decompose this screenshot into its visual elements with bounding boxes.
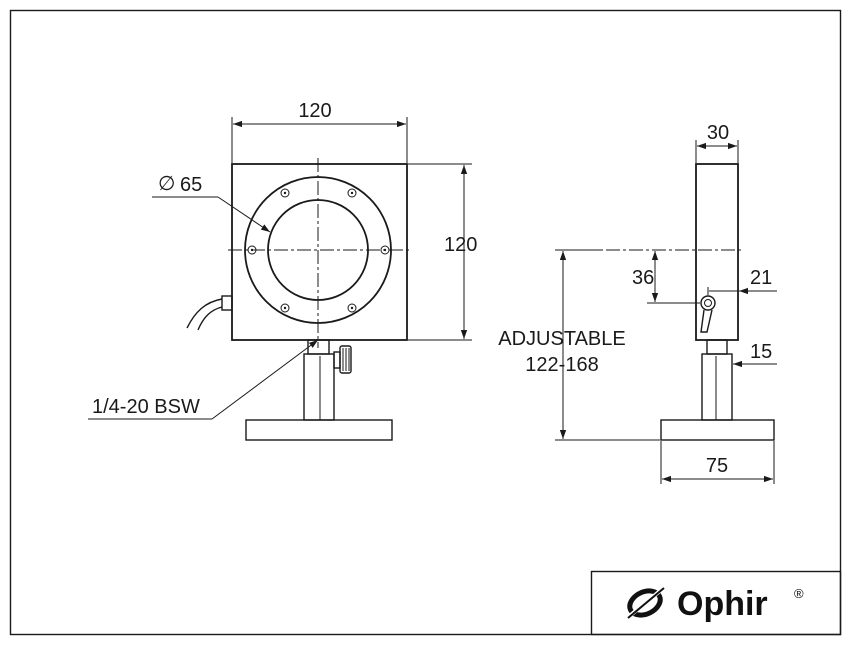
- screw-icon: [347, 303, 357, 313]
- connector-icon: [700, 295, 716, 333]
- mount-thread-label: 1/4-20 BSW: [92, 396, 200, 418]
- thumb-screw-icon: [333, 345, 352, 374]
- registered-mark: ®: [794, 586, 804, 601]
- screw-icon: [280, 188, 290, 198]
- side-post-upper: [706, 339, 728, 355]
- adjustable-label: ADJUSTABLE: [498, 328, 625, 350]
- front-view: 120 120 ∅ 65 1/4-20 BSW: [88, 100, 477, 441]
- offset-dimension-label: 36: [632, 267, 654, 289]
- brand-name: Ophir: [677, 585, 768, 623]
- sensor-head-body: [231, 163, 408, 341]
- adjustable-range-label: 122-168: [525, 354, 598, 376]
- front-post: [303, 353, 335, 421]
- width-dimension-label: 120: [298, 100, 331, 122]
- screw-icon: [347, 188, 357, 198]
- base-dimension-label: 75: [706, 455, 728, 477]
- edge-dimension-label: 21: [750, 267, 772, 289]
- logo-box: Ophir ®: [590, 570, 842, 636]
- ophir-logo-icon: [625, 584, 668, 620]
- diameter-symbol: ∅: [158, 173, 175, 195]
- side-base: [660, 419, 775, 441]
- post-dimension-label: 15: [750, 341, 772, 363]
- aperture-diameter-label: 65: [180, 174, 202, 196]
- height-dimension-label: 120: [444, 234, 477, 256]
- thickness-dimension-label: 30: [707, 122, 729, 144]
- sheet-border: [9, 9, 842, 636]
- cable-icon: [186, 295, 233, 331]
- side-head-body: [695, 163, 739, 341]
- side-view: 30 36 21 15 75 ADJUSTABLE 122-168: [498, 122, 777, 484]
- screw-icon: [280, 303, 290, 313]
- side-post: [701, 353, 733, 421]
- front-base: [245, 419, 393, 441]
